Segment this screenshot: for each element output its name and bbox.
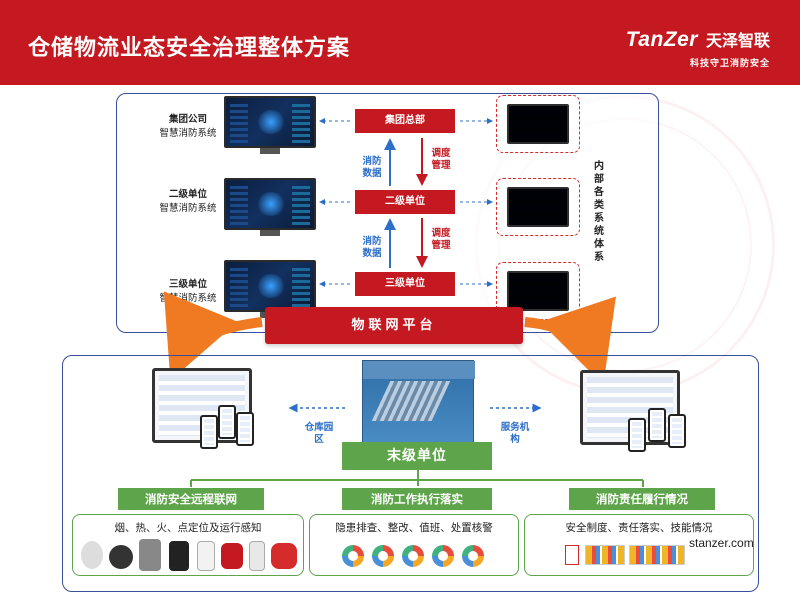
- node-second-level: 二级单位: [355, 190, 455, 214]
- section-tab-responsibility: 消防责任履行情况: [569, 488, 715, 510]
- node-group-hq: 集团总部: [355, 109, 455, 133]
- internal-system-box: [496, 178, 580, 236]
- section-box-responsibility: 安全制度、责任落实、技能情况: [524, 514, 754, 576]
- document-icon: [585, 545, 625, 565]
- flow-label-data: 消防数据: [362, 236, 382, 259]
- terminal-unit-label: 末级单位: [342, 442, 492, 470]
- brand-slogan: 科技守卫消防安全: [689, 59, 770, 69]
- section-tab-execution: 消防工作执行落实: [342, 488, 492, 510]
- donut-chart-icon: [432, 545, 454, 567]
- smoke-detector-icon: [81, 541, 103, 569]
- electrical-sensor-icon: [221, 543, 243, 569]
- website-link[interactable]: stanzer.com: [689, 536, 754, 550]
- internal-systems-label: 内部各类系统体系: [594, 161, 604, 263]
- level-system: 智慧消防系统: [159, 203, 217, 214]
- level-label-group: 集团公司 智慧消防系统: [133, 113, 243, 141]
- dashboard-monitor-second: [224, 178, 316, 238]
- donut-chart-icon: [402, 545, 424, 567]
- flow-label-data: 消防数据: [362, 156, 382, 179]
- flow-label-dispatch: 调度管理: [431, 228, 451, 251]
- dashboard-monitor-third: [224, 260, 316, 320]
- section-desc: 烟、热、火、点定位及运行感知: [114, 522, 262, 534]
- phone-mockup: [668, 414, 686, 448]
- phone-mockup: [628, 418, 646, 452]
- thermal-camera-icon: [139, 539, 161, 571]
- donut-chart-icon: [342, 545, 364, 567]
- phone-mockup: [200, 415, 218, 449]
- level-system: 智慧消防系统: [159, 128, 217, 139]
- page-title: 仓储物流业态安全治理整体方案: [28, 36, 351, 61]
- document-icon: [565, 545, 579, 565]
- phone-mockup: [236, 412, 254, 446]
- internal-system-box: [496, 95, 580, 153]
- controller-icon: [169, 541, 189, 571]
- brand-name-en: TanZer: [625, 28, 698, 51]
- section-box-execution: 隐患排查、整改、值班、处置核警: [309, 514, 519, 576]
- level-name: 集团公司: [168, 114, 207, 125]
- document-icon: [629, 545, 685, 565]
- phone-mockup: [648, 408, 666, 442]
- level-name: 二级单位: [168, 189, 207, 200]
- flow-label-dispatch: 调度管理: [431, 148, 451, 171]
- node-third-level: 三级单位: [355, 272, 455, 296]
- donut-chart-icon: [372, 545, 394, 567]
- lower-terminal-panel: [62, 355, 759, 592]
- warehouse-park-label: 仓库园区: [304, 422, 334, 445]
- header-banner: 仓储物流业态安全治理整体方案 TanZer 天泽智联 科技守卫消防安全: [0, 0, 800, 85]
- section-desc: 安全制度、责任落实、技能情况: [565, 522, 713, 534]
- service-agency-label: 服务机构: [500, 422, 530, 445]
- phone-mockup: [218, 405, 236, 439]
- brand-name-cn: 天泽智联: [705, 31, 770, 50]
- gauge-icon: [249, 541, 265, 571]
- section-desc: 隐患排查、整改、值班、处置核警: [335, 522, 493, 534]
- hydrant-icon: [271, 543, 297, 569]
- sensor-panel-icon: [197, 541, 215, 571]
- donut-chart-icon: [462, 545, 484, 567]
- iot-platform-banner: 物联网平台: [265, 307, 523, 344]
- brand-logo: TanZer 天泽智联 科技守卫消防安全: [626, 27, 770, 69]
- section-tab-remote: 消防安全远程联网: [118, 488, 264, 510]
- level-label-second: 二级单位 智慧消防系统: [133, 188, 243, 216]
- camera-icon: [109, 545, 133, 569]
- warehouse-3d-image: [362, 360, 475, 445]
- level-name: 三级单位: [168, 279, 207, 290]
- dashboard-monitor-group: [224, 96, 316, 156]
- section-box-remote: 烟、热、火、点定位及运行感知: [72, 514, 304, 576]
